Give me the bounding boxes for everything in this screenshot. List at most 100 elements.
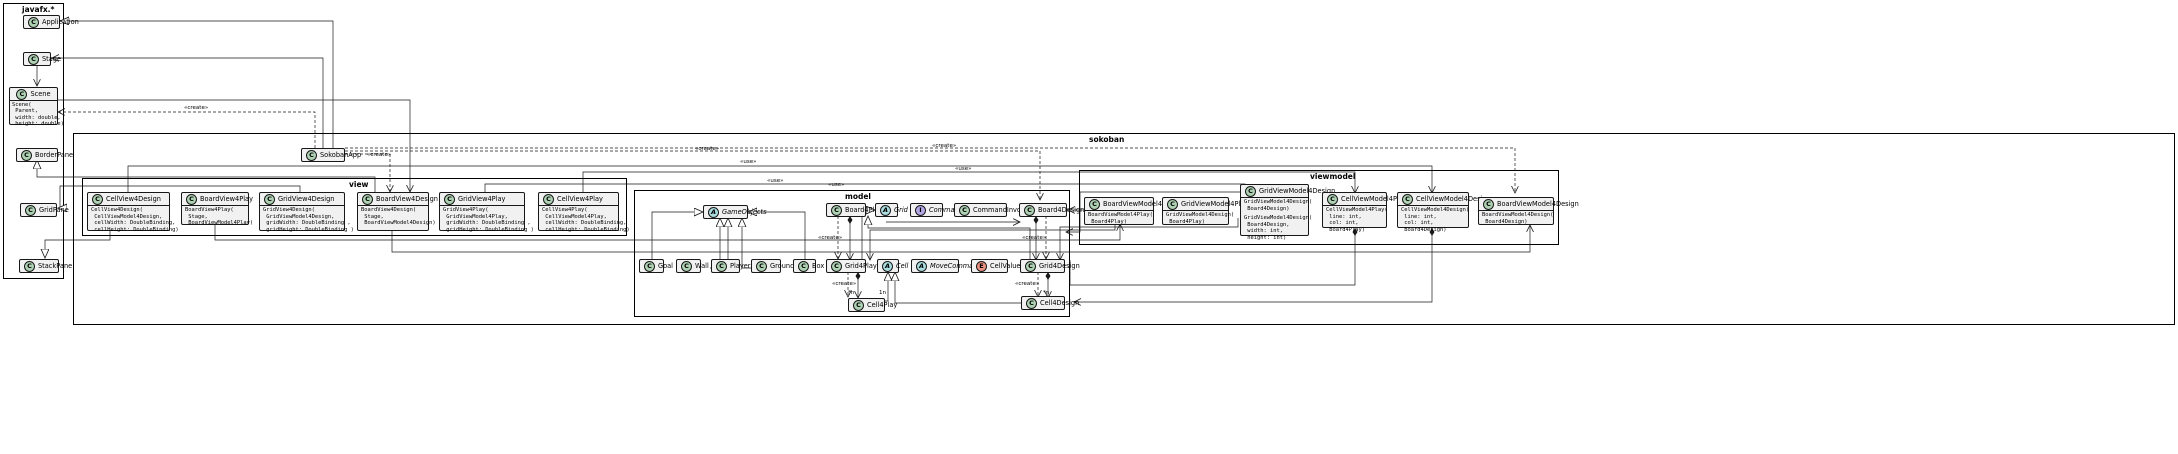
abstract-icon: A — [880, 204, 891, 216]
class-name: BoardViewModel4Play — [1103, 200, 1176, 208]
class-name: Grid4Design — [1039, 262, 1080, 270]
class-name: GameObjects — [722, 208, 767, 216]
class-icon: C — [1089, 198, 1100, 210]
edge-goal-gameobjects — [651, 212, 703, 260]
class-icon: C — [756, 260, 767, 272]
class-icon: C — [28, 53, 39, 65]
class-name: GridPane — [39, 206, 69, 214]
edge-sokobanapp-boardviewmodel4design — [345, 147, 1515, 193]
class-name: CellView4Play — [557, 195, 603, 203]
class-name: Box — [812, 262, 825, 270]
class-name: BorderPane — [35, 151, 74, 159]
class-name: Board4Play — [845, 206, 883, 214]
class-icon: C — [644, 260, 655, 272]
edge-cellviewmodel4play-cell4play — [1069, 228, 1358, 286]
edge-gridview4design-gridpane — [58, 185, 301, 208]
package-sokoban: sokoban — [73, 133, 2175, 325]
gridview4play-constructor: GridView4Play( GridViewModel4Play, gridW… — [443, 207, 534, 233]
edge-gridviewmodel-board4design — [1060, 218, 1239, 260]
label-create-boardview: «create» — [367, 152, 391, 158]
class-icon: C — [798, 260, 809, 272]
class-icon: C — [306, 149, 317, 161]
edge-scene-boardview4design — [58, 99, 410, 192]
class-name: GridViewModel4Play — [1181, 200, 1249, 208]
class-name: SokobanApp — [320, 151, 362, 159]
gridview4design-constructor: GridView4Design( GridViewModel4Design, g… — [263, 207, 354, 233]
class-name: Cell — [896, 262, 909, 270]
package-javafx: javafx.* — [3, 3, 64, 279]
class-icon: C — [1025, 260, 1036, 272]
class-name: Cell4Design — [1040, 299, 1080, 307]
class-icon: C — [1167, 198, 1178, 210]
boardviewmodel4design-constructor: BoardViewModel4Design( Board4Design) — [1482, 212, 1554, 225]
class-icon: C — [16, 88, 28, 100]
class-icon: C — [24, 260, 35, 272]
boardviewmodel4play-constructor: BoardViewModel4Play( Board4Play) — [1088, 212, 1153, 225]
class-name: Wall — [695, 262, 709, 270]
class-name: GridViewModel4Design — [1259, 187, 1336, 195]
class-icon: C — [1024, 204, 1035, 216]
class-icon: C — [92, 193, 103, 205]
class-icon: C — [362, 193, 373, 205]
class-icon: C — [25, 204, 36, 216]
cellviewmodel4design-constructor: CellViewModel4Design( line: int, col: in… — [1401, 207, 1470, 233]
class-name: CellView4Design — [106, 195, 161, 203]
class-name: Application — [42, 18, 79, 26]
class-icon: C — [264, 193, 275, 205]
label-use-cellview4play: «use» — [955, 166, 971, 172]
label-create-grid4play: «create» — [818, 235, 842, 241]
edge-sokobanapp-boardview4design — [345, 153, 390, 192]
edge-sokobanapp-scene — [58, 112, 316, 148]
class-icon: C — [444, 193, 455, 205]
edge-box-gameobjects — [748, 212, 806, 260]
class-name: MoveCommands — [930, 262, 986, 270]
edge-sokobanapp-stage — [52, 58, 324, 148]
class-icon: C — [681, 260, 692, 272]
gridviewmodel4play-constructor: GridViewModel4Design( Board4Play) — [1166, 212, 1235, 225]
label-mult-1n-play: 1n — [879, 290, 886, 296]
cellview4play-constructor: CellView4Play( CellViewModel4Play, cellW… — [542, 207, 630, 233]
class-name: BoardViewModel4Design — [1497, 200, 1579, 208]
class-name: BoardView4Play — [200, 195, 253, 203]
class-name: Ground — [770, 262, 795, 270]
edge-cell4play-cell — [875, 272, 888, 302]
